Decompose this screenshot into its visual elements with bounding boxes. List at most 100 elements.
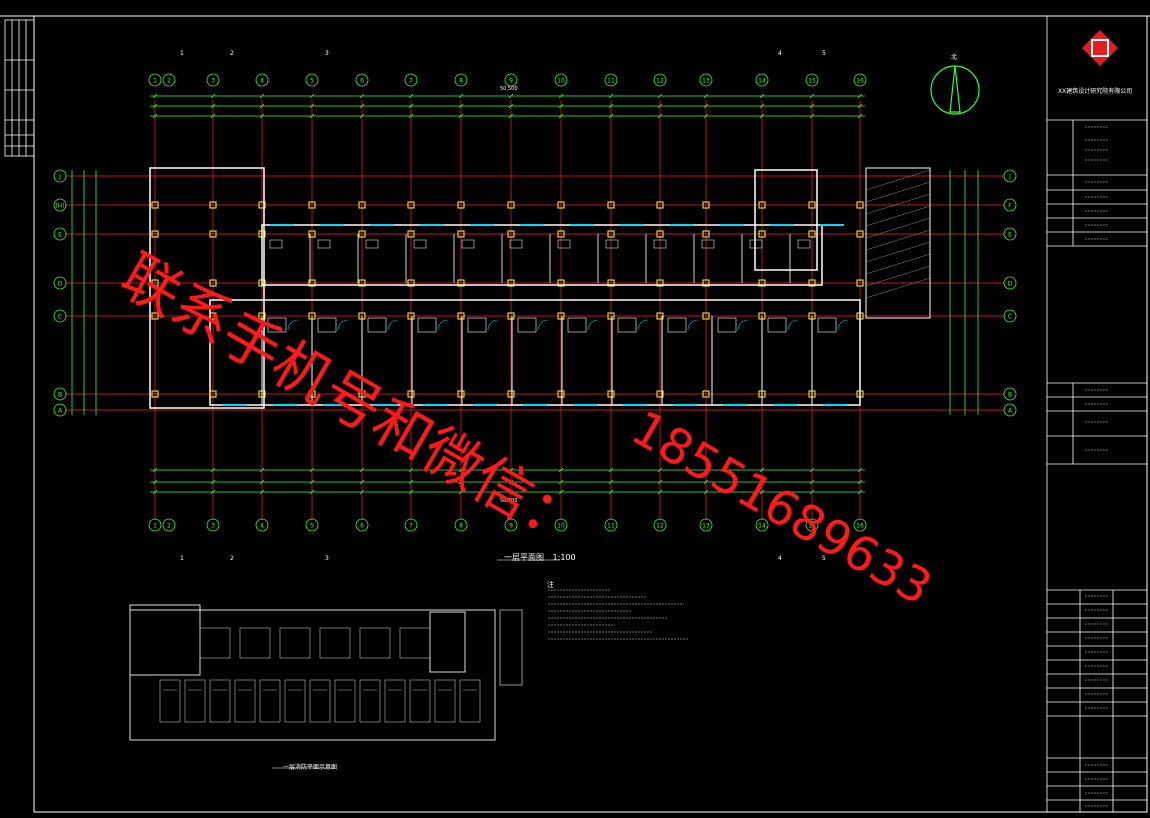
sheet-frame: [33, 15, 1148, 813]
dimension-tick: [809, 113, 815, 119]
column: [507, 279, 515, 287]
axis-bottom-14-circle: [755, 518, 769, 532]
axis-right-0-label: J: [1008, 174, 1011, 181]
axis-bottom-1-circle: [148, 518, 162, 532]
dimension-tick: [259, 113, 265, 119]
section-mark-bottom: 4: [778, 555, 782, 562]
column: [656, 312, 664, 320]
axis-top-15-label: 15: [808, 78, 816, 85]
hatch-line: [865, 193, 931, 215]
dimension-tick: [309, 467, 315, 473]
dimension-tick: [657, 113, 663, 119]
total-length-top: 50,500: [500, 86, 518, 92]
dimension-tick: [759, 489, 765, 495]
axis-bottom-2-label: 2: [167, 523, 171, 530]
axis-left-1-circle: [53, 198, 67, 212]
column: [607, 390, 615, 398]
axis-top-7-label: 7: [409, 78, 413, 85]
mini-north-room: [319, 627, 351, 659]
dimension-tick: [809, 103, 815, 109]
axis-top-3-label: 3: [211, 78, 215, 85]
column: [209, 312, 217, 320]
dimension-tick: [309, 489, 315, 495]
axis-right-4-label: C: [1008, 314, 1012, 321]
column: [758, 279, 766, 287]
fixture: [269, 239, 283, 249]
hatch-line: [865, 265, 931, 287]
bathroom: [367, 317, 387, 333]
axis-right-4-circle: [1003, 309, 1017, 323]
axis-bottom-5-label: 5: [310, 523, 314, 530]
axis-top-5-circle: [305, 73, 319, 87]
column: [557, 279, 565, 287]
axis-top-6-label: 6: [360, 78, 364, 85]
fixture: [365, 239, 379, 249]
hatch-line: [865, 277, 931, 299]
mini-north-room: [239, 627, 271, 659]
dimension-tick: [408, 467, 414, 473]
axis-left-5-circle: [53, 387, 67, 401]
column: [407, 390, 415, 398]
dimension-tick: [608, 103, 614, 109]
dimension-tick: [759, 113, 765, 119]
notes-heading: 注: [547, 581, 554, 589]
axis-bottom-13-label: 13: [702, 523, 710, 530]
axis-bottom-12-circle: [653, 518, 667, 532]
room-partitions: [151, 201, 864, 405]
column: [457, 390, 465, 398]
axis-top-9-label: 9: [509, 78, 513, 85]
axis-left-2-circle: [53, 227, 67, 241]
section-mark-bottom: 3: [325, 555, 329, 562]
column: [151, 201, 159, 209]
column: [358, 230, 366, 238]
mini-room: [384, 679, 406, 723]
dimension-tick: [152, 489, 158, 495]
axis-bottom-1-label: 1: [153, 523, 157, 530]
dimension-tick: [809, 479, 815, 485]
column: [702, 312, 710, 320]
dimension-tick: [809, 93, 815, 99]
title-block-text: [1085, 126, 1108, 807]
column: [457, 230, 465, 238]
axis-top-11-circle: [604, 73, 618, 87]
axis-top-12-label: 12: [656, 78, 664, 85]
dimension-tick: [657, 479, 663, 485]
column: [258, 279, 266, 287]
column: [407, 312, 415, 320]
dimension-tick: [558, 113, 564, 119]
axis-top-16-label: 16: [856, 78, 864, 85]
axis-right-5-label: B: [1008, 392, 1012, 399]
dimension-tick: [309, 113, 315, 119]
hatch-line: [865, 229, 931, 251]
mini-annex: [499, 609, 523, 686]
axis-right-1-label: F: [1008, 203, 1012, 210]
bathroom: [467, 317, 487, 333]
dimension-tick: [359, 479, 365, 485]
mini-room: [334, 679, 356, 723]
axis-grid-lines: [65, 100, 1005, 520]
dimension-tick: [210, 113, 216, 119]
axis-top-7-circle: [404, 73, 418, 87]
dimension-tick: [608, 467, 614, 473]
dimension-tick: [657, 467, 663, 473]
hatch-line: [865, 181, 931, 203]
axis-bottom-2-circle: [162, 518, 176, 532]
mini-room: [309, 679, 331, 723]
dimension-tick: [508, 103, 514, 109]
axis-bottom-10-label: 10: [557, 523, 565, 530]
column: [856, 312, 864, 320]
mini-north-room: [279, 627, 311, 659]
plan-scale-text: 1:100: [552, 553, 576, 562]
mini-room: [409, 679, 431, 723]
column: [808, 279, 816, 287]
door-swing: [587, 319, 599, 331]
axis-left-0-label: J: [58, 174, 61, 181]
column: [358, 312, 366, 320]
dimension-tick: [759, 479, 765, 485]
door-swing: [437, 319, 449, 331]
axis-bottom-13-circle: [699, 518, 713, 532]
dimension-tick: [152, 467, 158, 473]
column: [151, 312, 159, 320]
